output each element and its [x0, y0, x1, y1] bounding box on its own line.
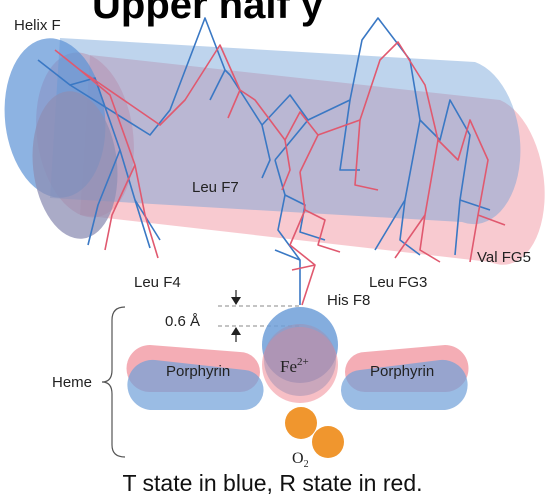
porphyrin-left-label: Porphyrin — [166, 363, 230, 380]
val-fg5-label: Val FG5 — [477, 249, 531, 266]
iron-label: Fe2+ — [280, 356, 309, 376]
helix-cylinder-t-state — [4, 38, 521, 239]
figure-caption: T state in blue, R state in red. — [122, 470, 423, 496]
t-state-chain — [37, 17, 491, 305]
helix-f-label: Helix F — [14, 17, 61, 34]
heme-brace — [101, 306, 126, 458]
his-f8-label: His F8 — [327, 292, 370, 309]
heme-group — [126, 307, 469, 411]
heme-label: Heme — [52, 374, 92, 391]
leu-fg3-label: Leu FG3 — [369, 274, 427, 291]
oxygen-molecule — [285, 407, 344, 458]
leu-f7-label: Leu F7 — [192, 179, 239, 196]
r-state-chain — [54, 41, 506, 306]
porphyrin-right-label: Porphyrin — [370, 363, 434, 380]
title-fragment: Upper half y — [92, 0, 324, 27]
oxygen-label: O2 — [292, 450, 309, 470]
distance-marker — [218, 290, 300, 342]
leu-f4-label: Leu F4 — [134, 274, 181, 291]
distance-label: 0.6 Å — [165, 313, 200, 330]
